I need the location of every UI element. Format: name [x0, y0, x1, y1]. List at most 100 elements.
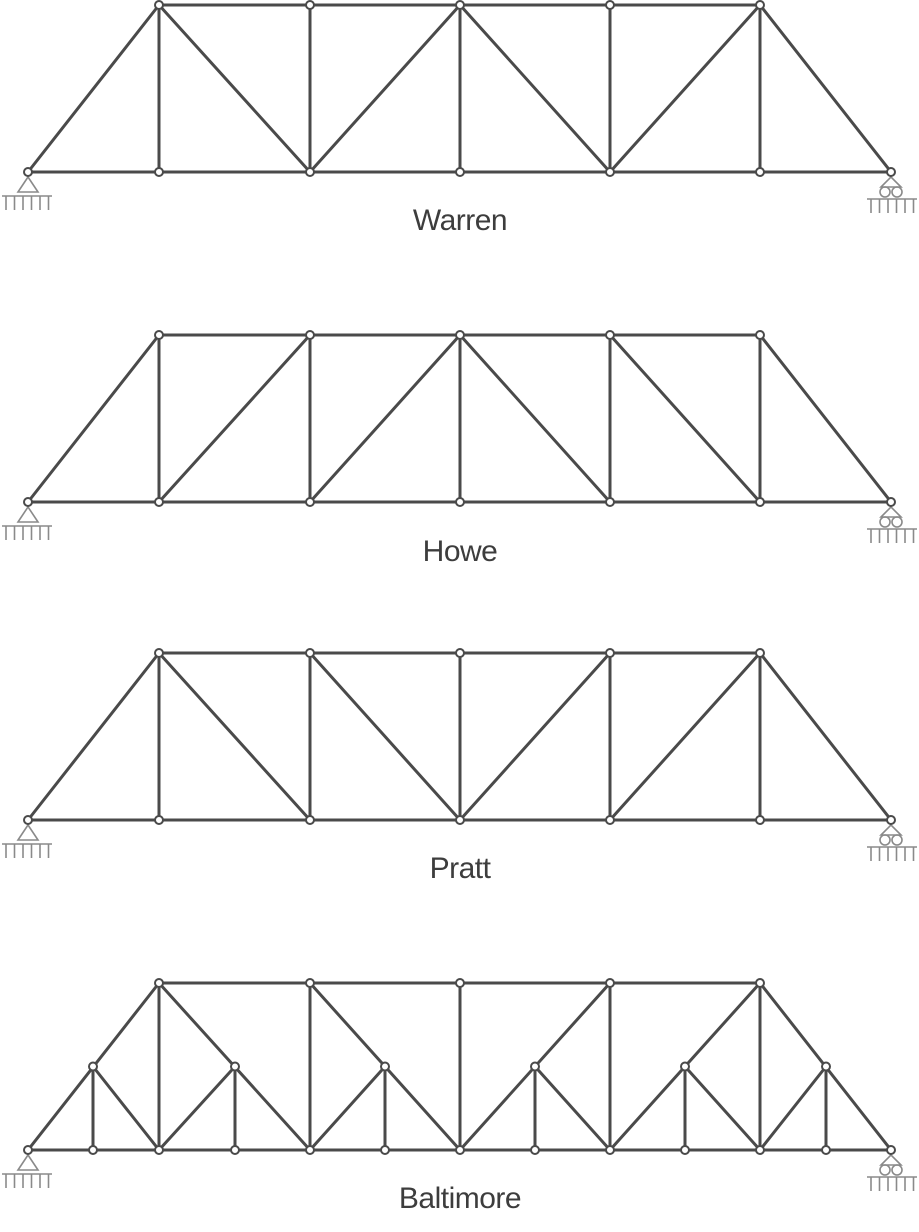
truss-joint	[605, 978, 615, 988]
truss-joint	[605, 497, 615, 507]
truss-joint	[530, 1061, 540, 1072]
truss-joint	[680, 1145, 690, 1155]
truss-member	[758, 651, 893, 822]
truss-joint	[755, 497, 765, 507]
truss-member	[533, 1065, 612, 1152]
howe-truss	[2, 330, 917, 543]
truss-joint	[455, 497, 465, 507]
truss-member	[758, 333, 893, 504]
truss-joint	[88, 1145, 98, 1155]
warren-truss	[2, 0, 917, 213]
truss-member	[458, 333, 612, 504]
truss-joint	[380, 1061, 390, 1072]
truss-member	[157, 651, 312, 822]
roller-wheel	[879, 834, 891, 846]
truss-member	[458, 651, 612, 822]
truss-joint	[605, 648, 615, 658]
truss-joint	[305, 330, 315, 340]
truss-joint	[154, 497, 164, 507]
roller-support-icon	[879, 505, 903, 518]
truss-joint	[755, 330, 765, 340]
pin-support-icon	[16, 1153, 40, 1171]
truss-joint	[821, 1145, 831, 1155]
pratt-title: Pratt	[429, 852, 491, 885]
truss-joint	[23, 497, 33, 507]
truss-joint	[755, 167, 765, 177]
truss-member	[157, 333, 312, 504]
truss-member	[26, 3, 161, 174]
truss-joint	[305, 978, 315, 988]
pin-support-icon	[16, 823, 40, 841]
truss-joint	[305, 815, 315, 825]
truss-member	[308, 333, 462, 504]
truss-joint	[680, 1061, 690, 1072]
roller-wheel	[891, 1164, 903, 1176]
truss-joint	[305, 1145, 315, 1155]
truss-joint	[605, 1145, 615, 1155]
truss-joint	[154, 167, 164, 177]
truss-joint	[455, 978, 465, 988]
truss-joint	[154, 0, 164, 10]
truss-joint	[230, 1061, 240, 1072]
warren-title: Warren	[412, 204, 508, 237]
truss-joint	[755, 648, 765, 658]
truss-joint	[455, 0, 465, 10]
roller-wheel	[891, 516, 903, 528]
truss-joint	[755, 0, 765, 10]
truss-joint	[305, 648, 315, 658]
truss-joint	[154, 648, 164, 658]
truss-joint	[755, 978, 765, 988]
truss-joint	[305, 497, 315, 507]
truss-joint	[455, 1145, 465, 1155]
truss-joint	[605, 330, 615, 340]
truss-joint	[886, 1145, 896, 1155]
truss-member	[758, 3, 893, 174]
pin-support-icon	[16, 175, 40, 193]
roller-wheel	[879, 516, 891, 528]
truss-joint	[755, 815, 765, 825]
roller-support-icon	[879, 1153, 903, 1166]
roller-wheel	[879, 186, 891, 198]
truss-joint	[530, 1145, 540, 1155]
truss-joint	[821, 1061, 831, 1072]
truss-joint	[154, 1145, 164, 1155]
truss-member	[683, 1065, 762, 1152]
pratt-truss	[2, 648, 917, 861]
truss-joint	[755, 1145, 765, 1155]
truss-joint	[305, 167, 315, 177]
roller-wheel	[891, 186, 903, 198]
truss-joint	[605, 167, 615, 177]
roller-support-icon	[879, 175, 903, 188]
truss-joint	[455, 815, 465, 825]
roller-wheel	[891, 834, 903, 846]
truss-member	[608, 333, 762, 504]
truss-joint	[154, 815, 164, 825]
truss-joint	[886, 497, 896, 507]
truss-joint	[605, 815, 615, 825]
howe-title: Howe	[422, 535, 498, 568]
truss-joint	[23, 167, 33, 177]
truss-joint	[886, 167, 896, 177]
truss-joint	[23, 815, 33, 825]
truss-joint	[154, 330, 164, 340]
truss-joint	[380, 1145, 390, 1155]
truss-member	[758, 1065, 828, 1152]
baltimore-truss	[2, 978, 917, 1191]
truss-joint	[886, 815, 896, 825]
pin-support-icon	[16, 505, 40, 523]
truss-joint	[455, 648, 465, 658]
roller-wheel	[879, 1164, 891, 1176]
truss-joint	[88, 1061, 98, 1072]
truss-joint	[455, 330, 465, 340]
truss-joint	[455, 167, 465, 177]
truss-member	[308, 3, 462, 174]
truss-member	[157, 1065, 237, 1152]
truss-member	[91, 1065, 161, 1152]
truss-member	[26, 333, 161, 504]
truss-joint	[305, 0, 315, 10]
truss-member	[458, 3, 612, 174]
truss-joint	[230, 1145, 240, 1155]
roller-support-icon	[879, 823, 903, 836]
truss-member	[308, 651, 462, 822]
